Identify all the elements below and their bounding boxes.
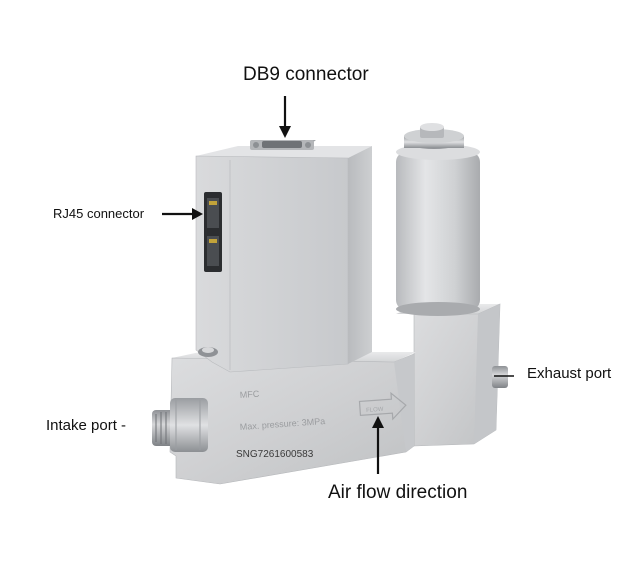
rj45-connector-label: RJ45 connector bbox=[53, 206, 145, 221]
db9-connector-label: DB9 connector bbox=[243, 64, 369, 85]
air-flow-direction-label: Air flow direction bbox=[328, 482, 468, 503]
exhaust-fitting bbox=[492, 366, 508, 388]
engraving-model: MFC bbox=[239, 389, 260, 400]
flow-arrow-engraving: FLOW bbox=[358, 391, 407, 421]
annotation-arrows bbox=[162, 96, 514, 474]
intake-fitting bbox=[152, 398, 208, 452]
rj45-ports bbox=[204, 192, 222, 272]
intake-port-label: Intake port - bbox=[46, 417, 127, 434]
electronics-housing bbox=[195, 140, 372, 373]
db9-connector bbox=[250, 140, 316, 150]
exhaust-port-label: Exhaust port bbox=[527, 365, 612, 382]
serial-number: SNG7261600583 bbox=[236, 449, 314, 460]
valve-cylinder bbox=[396, 123, 480, 316]
svg-text:FLOW: FLOW bbox=[366, 407, 384, 414]
right-steel-block bbox=[396, 303, 501, 447]
